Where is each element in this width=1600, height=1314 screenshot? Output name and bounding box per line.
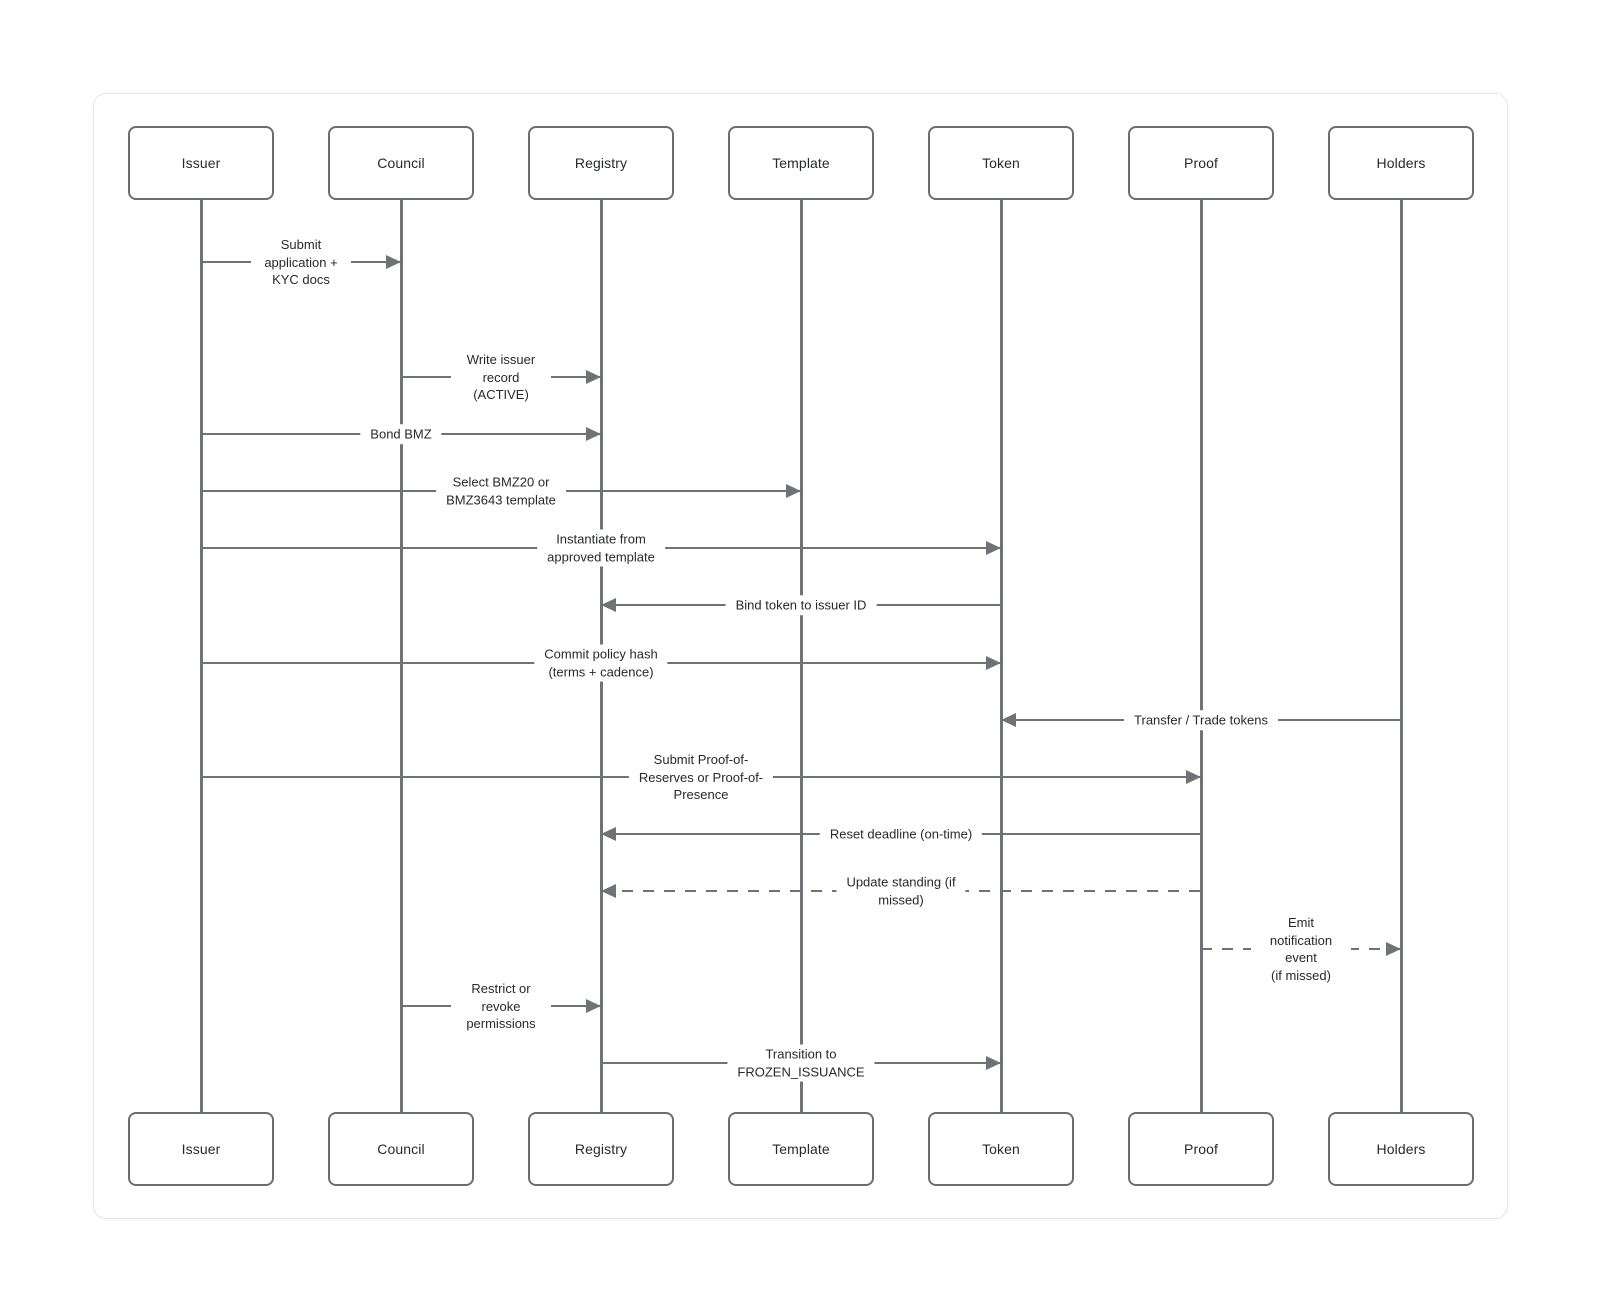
actor-label: Proof	[1184, 155, 1218, 171]
actor-label: Registry	[574, 155, 628, 171]
arrowhead-right-icon	[586, 370, 601, 384]
arrowhead-left-icon	[1001, 713, 1016, 727]
lifeline-token	[1000, 200, 1003, 1112]
actor-label: Holders	[1376, 1141, 1426, 1157]
actor-label: Token	[982, 155, 1020, 171]
actor-box-token-bottom: Token	[928, 1112, 1074, 1186]
actor-label: Template	[772, 1141, 830, 1157]
message-label: Select BMZ20 or BMZ3643 template	[436, 472, 566, 510]
actor-label: Token	[982, 1141, 1020, 1157]
lifeline-issuer	[200, 200, 203, 1112]
message-label: Reset deadline (on-time)	[819, 824, 983, 844]
actor-box-issuer-top: Issuer	[128, 126, 274, 200]
message-label: Update standing (if missed)	[836, 872, 966, 910]
actor-label: Issuer	[181, 1141, 221, 1157]
actor-box-holders-top: Holders	[1328, 126, 1474, 200]
actor-label: Proof	[1184, 1141, 1218, 1157]
actor-label: Registry	[574, 1141, 628, 1157]
arrowhead-right-icon	[1186, 770, 1201, 784]
arrowhead-right-icon	[986, 1056, 1001, 1070]
actor-label: Issuer	[181, 155, 221, 171]
lifeline-proof	[1200, 200, 1203, 1112]
message-label: Write issuer record (ACTIVE)	[451, 349, 551, 405]
arrowhead-left-icon	[601, 598, 616, 612]
arrowhead-right-icon	[1386, 942, 1401, 956]
actor-label: Council	[377, 155, 425, 171]
actor-label: Holders	[1376, 155, 1426, 171]
arrowhead-right-icon	[586, 999, 601, 1013]
message-label: Emit notification event (if missed)	[1251, 913, 1351, 985]
actor-box-token-top: Token	[928, 126, 1074, 200]
actor-label: Council	[377, 1141, 425, 1157]
message-label: Restrict or revoke permissions	[451, 978, 551, 1034]
lifeline-council	[400, 200, 403, 1112]
actor-box-template-bottom: Template	[728, 1112, 874, 1186]
message-label: Transition to FROZEN_ISSUANCE	[727, 1044, 875, 1082]
message-label: Transfer / Trade tokens	[1124, 710, 1278, 730]
actor-box-registry-bottom: Registry	[528, 1112, 674, 1186]
arrowhead-right-icon	[386, 255, 401, 269]
actor-box-registry-top: Registry	[528, 126, 674, 200]
arrowhead-left-icon	[601, 884, 616, 898]
actor-box-proof-top: Proof	[1128, 126, 1274, 200]
actor-label: Template	[772, 155, 830, 171]
actor-box-council-top: Council	[328, 126, 474, 200]
arrowhead-right-icon	[786, 484, 801, 498]
arrowhead-right-icon	[986, 541, 1001, 555]
arrowhead-right-icon	[986, 656, 1001, 670]
actor-box-proof-bottom: Proof	[1128, 1112, 1274, 1186]
actor-box-council-bottom: Council	[328, 1112, 474, 1186]
actor-box-issuer-bottom: Issuer	[128, 1112, 274, 1186]
lifeline-holders	[1400, 200, 1403, 1112]
message-label: Submit Proof-of- Reserves or Proof-of- P…	[628, 749, 774, 805]
actor-box-holders-bottom: Holders	[1328, 1112, 1474, 1186]
message-label: Commit policy hash (terms + cadence)	[534, 644, 668, 682]
actor-box-template-top: Template	[728, 126, 874, 200]
sequence-diagram-card: Submit application + KYC docs Write issu…	[93, 93, 1508, 1219]
message-label: Bond BMZ	[360, 424, 442, 444]
lifeline-template	[800, 200, 803, 1112]
message-label: Bind token to issuer ID	[725, 595, 877, 615]
message-label: Instantiate from approved template	[537, 529, 665, 567]
arrowhead-left-icon	[601, 827, 616, 841]
message-label: Submit application + KYC docs	[251, 234, 351, 290]
arrowhead-right-icon	[586, 427, 601, 441]
